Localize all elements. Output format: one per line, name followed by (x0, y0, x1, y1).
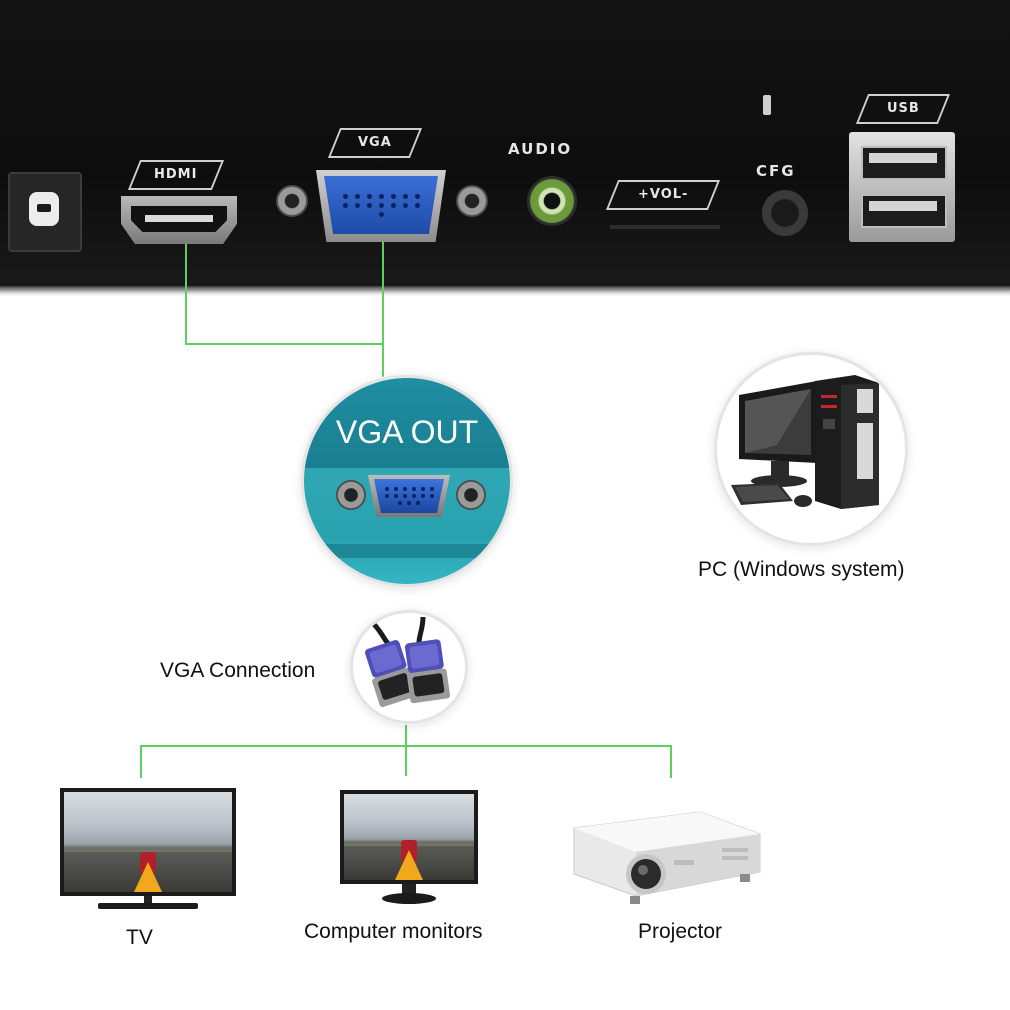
vga-out-circle: VGA OUT (301, 375, 513, 587)
vga-tag-text: VGA (358, 135, 392, 150)
tv-label: TV (126, 926, 153, 949)
usb-port-icon (849, 132, 955, 242)
vga-port-icon (316, 170, 446, 242)
volume-underline (610, 225, 720, 229)
vga-cable-icon (365, 616, 451, 708)
audio-label: AUDIO (508, 140, 573, 158)
volume-tag: +VOL- (605, 180, 721, 210)
cfg-label: CFG (756, 162, 796, 180)
tv-screen (60, 788, 236, 896)
vga-out-label: VGA OUT (335, 414, 479, 450)
pc-circle (714, 352, 908, 546)
tv-icon (60, 788, 236, 913)
vga-out-screw-right-icon (456, 480, 486, 510)
audio-jack-icon (527, 176, 577, 226)
panel-bottom-edge (0, 286, 1010, 296)
pc-label: PC (Windows system) (698, 558, 905, 581)
vga-tag: VGA (327, 128, 423, 158)
volume-tag-text: +VOL- (637, 187, 689, 202)
monitor-screen (340, 790, 478, 884)
vga-out-screw-left-icon (336, 480, 366, 510)
cable-down-line (405, 718, 407, 776)
desktop-pc-icon (731, 375, 879, 509)
hdmi-connector-line (185, 244, 187, 344)
projector-branch-line (670, 745, 672, 778)
vga-out-port-icon (368, 475, 450, 517)
vga-connector-line (382, 242, 384, 377)
projector-icon (570, 810, 762, 906)
monitor-icon (340, 790, 478, 910)
cfg-button (762, 190, 808, 236)
power-jack-icon (8, 172, 82, 252)
usb-tag-text: USB (886, 101, 920, 116)
hdmi-vga-join-line (185, 343, 384, 345)
device-back-panel: HDMI VGA AUDIO +VOL- CFG USB (0, 0, 1010, 292)
hdmi-tag: HDMI (127, 160, 225, 190)
hdmi-port-icon (121, 196, 237, 244)
usb-tag: USB (855, 94, 951, 124)
tv-branch-line (140, 745, 142, 778)
distribution-line (140, 745, 672, 747)
hdmi-tag-text: HDMI (154, 167, 198, 182)
vga-out-body (304, 468, 510, 584)
monitors-label: Computer monitors (304, 920, 483, 943)
led-indicator-icon (763, 95, 771, 115)
vga-connection-label: VGA Connection (160, 659, 316, 682)
vga-screw-left-icon (276, 185, 308, 217)
vga-screw-right-icon (456, 185, 488, 217)
projector-label: Projector (638, 920, 723, 943)
vga-out-header: VGA OUT (304, 378, 510, 468)
vga-cable-circle (350, 610, 468, 724)
